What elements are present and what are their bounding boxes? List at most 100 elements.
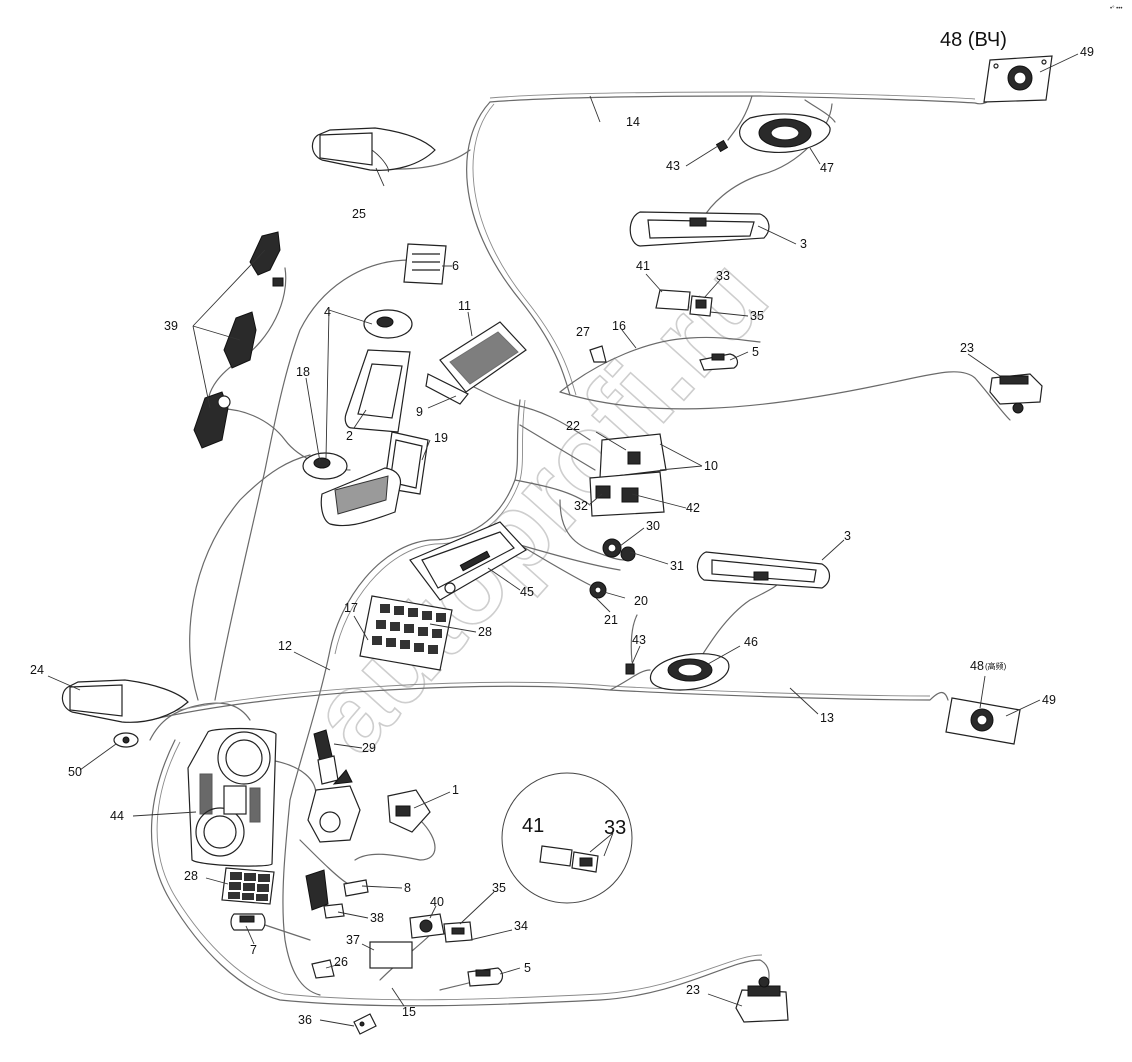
harness-14 (489, 95, 996, 105)
label-43-top: 43 (666, 159, 680, 173)
inset-label-41: 41 (522, 815, 544, 837)
part-50 (113, 732, 139, 748)
steering-switch (307, 769, 361, 843)
label-3-top: 3 (800, 237, 807, 251)
label-11: 11 (458, 299, 471, 313)
label-48-vch: 48 (ВЧ) (940, 29, 1007, 51)
label-1: 1 (452, 783, 459, 797)
label-41: 41 (636, 259, 650, 273)
label-37: 37 (346, 933, 360, 947)
label-28-bottom: 28 (184, 869, 198, 883)
label-24: 24 (30, 663, 44, 677)
harness-14-drop (466, 101, 571, 396)
harness-15 (150, 739, 770, 1007)
label-50: 50 (68, 765, 82, 779)
harness-13 (149, 685, 949, 721)
label-17: 17 (344, 601, 358, 615)
label-2: 2 (346, 429, 353, 443)
label-35-top: 35 (750, 309, 764, 323)
label-49-bottom: 49 (1042, 693, 1056, 707)
label-21: 21 (604, 613, 618, 627)
switch-grid-28-bottom (221, 867, 275, 905)
label-32: 32 (574, 499, 588, 513)
headlight-25 (311, 127, 436, 173)
label-31: 31 (670, 559, 684, 573)
label-49-top: 49 (1080, 45, 1094, 59)
label-44: 44 (110, 809, 124, 823)
connector-43-top (715, 139, 729, 153)
label-4: 4 (324, 305, 331, 319)
module-6 (403, 243, 447, 285)
label-46: 46 (744, 635, 758, 649)
label-22: 22 (566, 419, 580, 433)
label-48-hf-note: (高频) (985, 661, 1007, 671)
key-36 (353, 1013, 377, 1035)
lamp-5-top (699, 353, 739, 371)
switches-30-31 (602, 538, 636, 562)
corner-mark: •° ••• (1110, 6, 1122, 12)
label-25: 25 (352, 207, 366, 221)
lamp-3-top (629, 211, 770, 247)
switch-panel-18 (320, 467, 402, 527)
label-26: 26 (334, 955, 348, 969)
radio-45 (409, 521, 527, 601)
sockets-20-21 (589, 581, 607, 599)
label-43-bottom: 43 (632, 633, 646, 647)
label-5-bottom: 5 (524, 961, 531, 975)
leader-lines (47, 53, 1079, 1027)
part-27 (589, 345, 607, 363)
label-12: 12 (278, 639, 292, 653)
lamp-3-bottom (696, 551, 831, 589)
tweeter-49-bottom (945, 697, 1021, 745)
label-10: 10 (704, 459, 718, 473)
fuse-box-11 (425, 321, 527, 405)
label-3-bottom: 3 (844, 529, 851, 543)
harness-12 (189, 454, 311, 701)
inset-41-33: 41 33 (501, 772, 633, 904)
label-35-bottom: 35 (492, 881, 506, 895)
speaker-47 (739, 113, 831, 154)
label-38: 38 (370, 911, 384, 925)
connector-43-bottom (625, 663, 635, 675)
relay-plate-22 (589, 433, 667, 517)
switches-40-34-35 (409, 913, 473, 943)
label-47: 47 (820, 161, 834, 175)
label-7: 7 (250, 943, 257, 957)
label-33: 33 (716, 269, 730, 283)
siren-23-top (989, 373, 1043, 414)
sensor-4 (302, 309, 413, 480)
module-37 (369, 941, 413, 969)
label-42: 42 (686, 501, 700, 515)
tweeter-49-top (983, 55, 1053, 103)
harness-main-spine (289, 399, 521, 801)
lamp-5-bottom (467, 967, 504, 987)
label-48-hf: 48 (970, 659, 984, 673)
lamp-7 (230, 913, 266, 931)
speaker-46 (649, 653, 730, 691)
label-34: 34 (514, 919, 528, 933)
switch-8-38 (305, 869, 369, 919)
label-23-bottom: 23 (686, 983, 700, 997)
label-39: 39 (164, 319, 178, 333)
instrument-cluster-44 (187, 727, 277, 867)
label-19: 19 (434, 431, 448, 445)
switch-grid-28-top (359, 595, 453, 671)
modules-41-33-35 (655, 289, 713, 317)
harness-to-23-top (559, 371, 1011, 421)
label-18: 18 (296, 365, 310, 379)
headlight-24 (61, 679, 189, 723)
label-45: 45 (520, 585, 534, 599)
label-8: 8 (404, 881, 411, 895)
label-13: 13 (820, 711, 834, 725)
callout-labels: 48 (ВЧ) 49 14 43 47 25 3 6 41 33 11 4 35… (30, 29, 1094, 1027)
label-28-top: 28 (478, 625, 492, 639)
part-26 (311, 959, 335, 979)
label-15: 15 (402, 1005, 416, 1019)
label-29: 29 (362, 741, 376, 755)
label-27: 27 (576, 325, 590, 339)
label-40: 40 (430, 895, 444, 909)
label-9: 9 (416, 405, 423, 419)
part-1 (387, 789, 431, 833)
label-23-top: 23 (960, 341, 974, 355)
